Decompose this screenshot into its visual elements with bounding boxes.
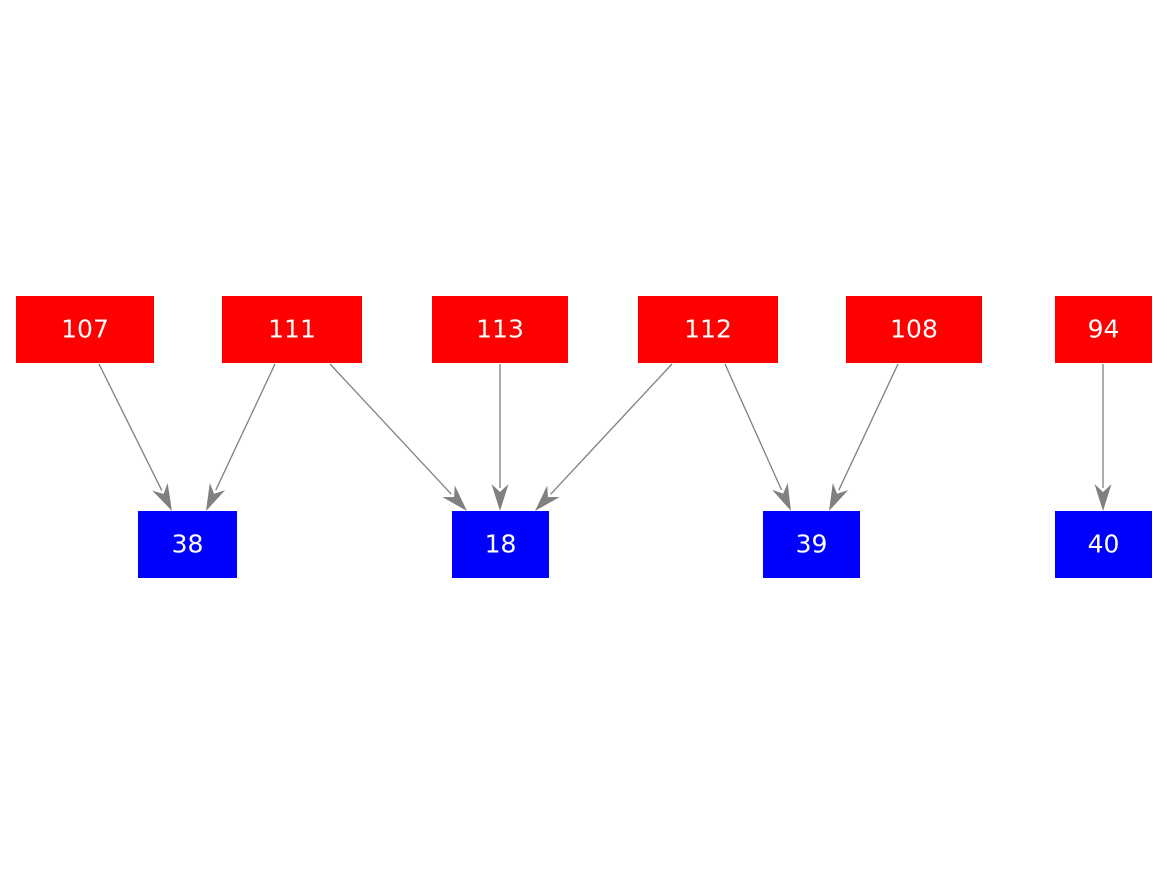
edge-line — [838, 363, 899, 491]
edge-line — [329, 363, 452, 495]
node-107[interactable]: 107 — [16, 296, 154, 363]
node-box-target[interactable] — [452, 511, 549, 578]
node-label: 112 — [684, 315, 732, 344]
edge-line — [98, 363, 163, 491]
node-box-target[interactable] — [763, 511, 860, 578]
edge-113-to-18 — [491, 364, 509, 511]
edge-112-to-18 — [535, 363, 673, 511]
edge-108-to-39 — [829, 363, 899, 511]
node-label: 107 — [61, 315, 109, 344]
edge-line — [550, 363, 673, 495]
node-40[interactable]: 40 — [1055, 511, 1152, 578]
node-label: 38 — [172, 530, 204, 559]
node-38[interactable]: 38 — [138, 511, 237, 578]
edge-107-to-38 — [98, 363, 172, 511]
edge-111-to-18 — [329, 363, 467, 511]
node-box-source[interactable] — [16, 296, 154, 363]
node-94[interactable]: 94 — [1055, 296, 1152, 363]
node-111[interactable]: 111 — [222, 296, 362, 363]
node-label: 39 — [796, 530, 828, 559]
node-108[interactable]: 108 — [846, 296, 982, 363]
node-39[interactable]: 39 — [763, 511, 860, 578]
node-label: 113 — [476, 315, 524, 344]
node-box-source[interactable] — [432, 296, 568, 363]
node-box-target[interactable] — [138, 511, 237, 578]
node-box-source[interactable] — [846, 296, 982, 363]
edge-line — [215, 363, 276, 491]
node-113[interactable]: 113 — [432, 296, 568, 363]
edges-layer — [98, 363, 1112, 511]
arrowhead-icon — [152, 483, 172, 511]
nodes-layer: 107 111 113 112 108 94 38 18 39 40 — [16, 296, 1152, 578]
edge-111-to-38 — [206, 363, 276, 511]
node-box-target[interactable] — [1055, 511, 1152, 578]
edge-94-to-40 — [1094, 364, 1112, 511]
node-label: 111 — [268, 315, 316, 344]
node-box-source[interactable] — [222, 296, 362, 363]
arrowhead-icon — [1094, 484, 1112, 511]
edge-112-to-39 — [724, 363, 791, 511]
edge-line — [724, 363, 783, 491]
node-18[interactable]: 18 — [452, 511, 549, 578]
arrowhead-icon — [442, 485, 467, 511]
node-label: 40 — [1088, 530, 1120, 559]
node-112[interactable]: 112 — [638, 296, 778, 363]
arrowhead-icon — [491, 484, 509, 511]
node-label: 94 — [1088, 315, 1120, 344]
arrowhead-icon — [535, 485, 560, 511]
node-label: 108 — [890, 315, 938, 344]
node-box-source[interactable] — [1055, 296, 1152, 363]
arrowhead-icon — [206, 482, 226, 511]
node-label: 18 — [485, 530, 517, 559]
node-box-source[interactable] — [638, 296, 778, 363]
arrowhead-icon — [772, 482, 791, 511]
arrowhead-icon — [829, 482, 849, 511]
